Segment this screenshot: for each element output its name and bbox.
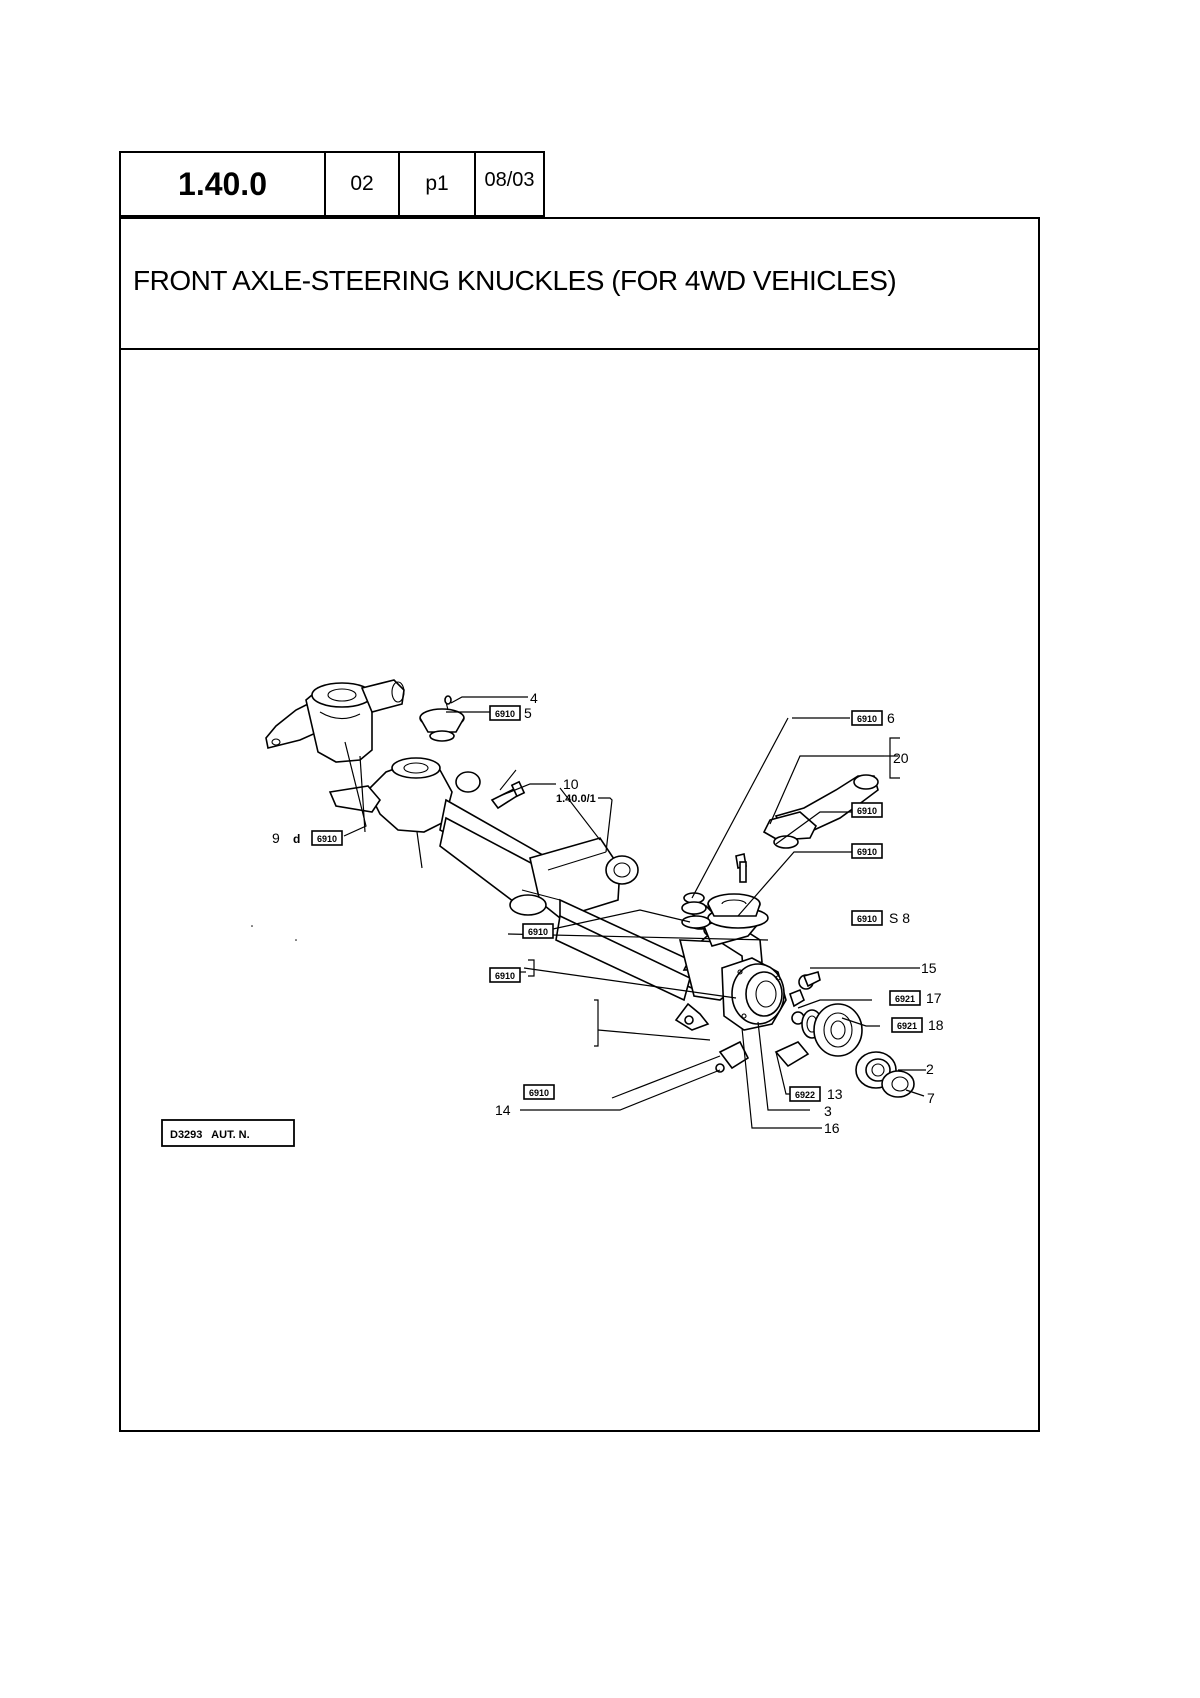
- section-code: 1.40.0: [119, 151, 326, 217]
- code-9: 6910: [317, 834, 337, 844]
- callout-9-suffix: d: [293, 832, 300, 846]
- callout-reference: 1.40.0/1: [556, 793, 596, 805]
- callout-18: 18: [928, 1017, 944, 1033]
- callout-6: 6: [887, 710, 895, 726]
- callout-15: 15: [921, 960, 937, 976]
- callout-5: 5: [524, 705, 532, 721]
- upper-pivot-assembly: [681, 853, 761, 929]
- code-8: 6910: [857, 914, 877, 924]
- code-20a: 6910: [857, 806, 877, 816]
- callout-20: 20: [893, 750, 909, 766]
- callout-4: 4: [530, 690, 538, 706]
- left-steering-knuckle: [265, 679, 405, 763]
- callout-17: 17: [926, 990, 942, 1006]
- callout-8: S 8: [889, 910, 910, 926]
- speck: [295, 939, 297, 941]
- diagram-frame: [119, 348, 1040, 1432]
- code-18: 6921: [897, 1021, 917, 1031]
- code-13: 6922: [795, 1090, 815, 1100]
- code-20b: 6910: [857, 847, 877, 857]
- callout-2: 2: [926, 1061, 934, 1077]
- callout-labels: 4 5 6 20 10 1.40.0/1 9 d S 8 15 17 18 2 …: [272, 690, 944, 1136]
- code-14: 6910: [529, 1088, 549, 1098]
- bolt: [490, 769, 526, 810]
- code-boxes: 6910 6910 6910 6910 6910 6910 6910 6910 …: [311, 705, 923, 1102]
- speck: [251, 925, 253, 927]
- drawing-reference: D3293 AUT. N.: [161, 1119, 295, 1147]
- axle-housing: [328, 757, 705, 1002]
- code-17: 6921: [895, 994, 915, 1004]
- title-box: FRONT AXLE-STEERING KNUCKLES (FOR 4WD VE…: [119, 217, 1040, 350]
- code-left: 6910: [495, 971, 515, 981]
- callout-14: 14: [495, 1102, 511, 1118]
- callout-7: 7: [927, 1090, 935, 1106]
- page-title: FRONT AXLE-STEERING KNUCKLES (FOR 4WD VE…: [133, 265, 897, 296]
- drawing-reference-text: D3293 AUT. N.: [170, 1129, 250, 1141]
- code-6: 6910: [857, 714, 877, 724]
- revision-date: 08/03: [474, 151, 545, 217]
- callout-9: 9: [272, 830, 280, 846]
- steering-arm: [762, 774, 879, 849]
- code-mid: 6910: [528, 927, 548, 937]
- code-5: 6910: [495, 709, 515, 719]
- callout-10: 10: [563, 776, 579, 792]
- king-pin-cap: [419, 695, 465, 742]
- callout-16: 16: [824, 1120, 840, 1136]
- right-steering-knuckle: [674, 905, 915, 1098]
- callout-3: 3: [824, 1103, 832, 1119]
- callout-13: 13: [827, 1086, 843, 1102]
